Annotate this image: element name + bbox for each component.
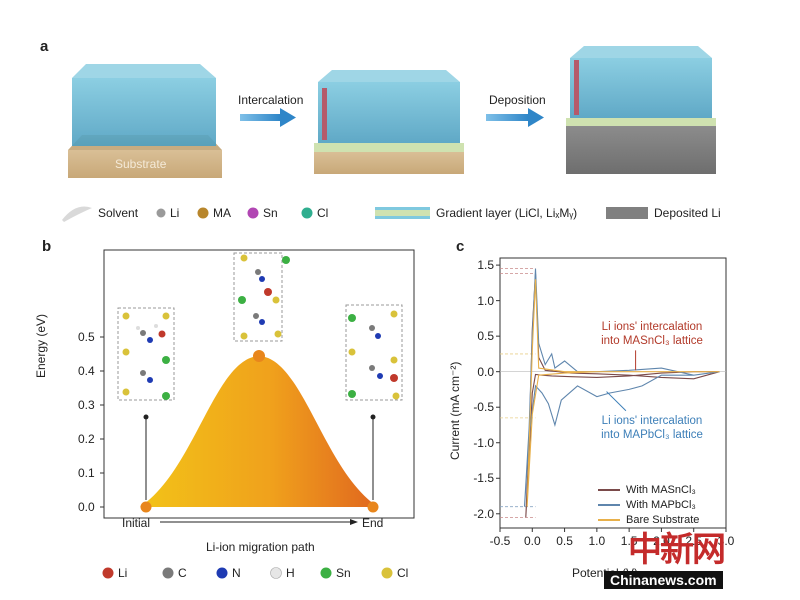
panel-c-xtick: 2.0 [653,534,670,548]
panel-b-ytick: 0.5 [78,330,95,344]
molecule-initial [122,312,170,400]
panel-b-ytick: 0.4 [78,364,95,378]
legend-b-c: C [178,566,187,580]
initial-point [140,501,152,513]
panel-c-xtick: -0.5 [489,534,511,548]
molecule-end [348,310,400,400]
end-point [367,501,379,513]
panel-c-ytick: -1.5 [473,471,494,486]
panel-c-xtick: 3.0 [717,534,735,548]
panel-b-letter: b [42,238,52,255]
panel-c-ytick: -2.0 [473,506,494,521]
legend-a-li: Li [170,206,180,220]
panel-c-letter: c [456,238,465,255]
intercalation-label: Intercalation [238,93,304,107]
legend-b-li: Li [118,566,128,580]
panel-c-xtick: 2.5 [685,534,703,548]
panel-c-ytick: 0.5 [477,329,494,344]
initial-label: Initial [122,516,151,530]
panel-c-xtick: 0.5 [556,534,573,548]
legend-b-cl: Cl [397,566,409,580]
legend-a-gradient-layer: Gradient layer (LiCl, LiₓMᵧ) [436,206,578,220]
panel-c-xtick: 0.0 [523,534,541,548]
legend-a-deposited-li: Deposited Li [654,206,721,220]
panel-c-ytick: -0.5 [473,400,494,415]
crystal-block-3 [566,46,716,174]
panel-b-ylabel: Energy (eV) [34,313,48,378]
panel-c-ytick: 1.5 [477,258,494,273]
panel-c-xtick: 1.5 [620,534,638,548]
crystal-block-2 [314,70,464,174]
panel-b-xlabel: Li-ion migration path [206,540,315,554]
panel-c-ytick: -1.0 [473,435,494,450]
panel-c-ytick: 1.0 [477,293,494,308]
molecule-transition [238,254,290,340]
series-line-2 [526,279,720,507]
series-line-0 [525,273,720,518]
panel-b-ytick: 0.2 [78,432,95,446]
legend-c-masncl3: With MASnCl₃ [598,484,696,496]
watermark-cn: 中新网 [628,530,726,570]
deposition-label: Deposition [489,93,546,107]
legend-a-solvent: Solvent [98,206,139,220]
energy-barrier-area [140,356,378,507]
panel-b-ytick: 0.3 [78,398,95,412]
panel-c-ytick: 0.0 [477,364,494,379]
annotation-arrow-blue [606,391,627,412]
legend-a-sn: Sn [263,206,278,220]
legend-a-cl: Cl [317,206,329,220]
intercalation-arrow [240,108,296,127]
panel-c-ylabel: Current (mA cm⁻²) [448,361,462,460]
end-label: End [362,516,384,530]
panel-b-ytick: 0.1 [78,466,95,480]
legend-b-sn: Sn [336,566,351,580]
transition-point [253,350,265,362]
watermark-site: Chinanews.com [604,571,723,589]
legend-b-n: N [232,566,241,580]
legend-b-h: H [286,566,295,580]
deposition-arrow [486,108,544,127]
legend-a-ma: MA [213,206,231,220]
panel-c-xtick: 1.0 [588,534,606,548]
panel-b-ytick: 0.0 [78,500,95,514]
panel-a-letter: a [40,38,49,55]
legend-c-mapbcl3: With MAPbCl₃ [598,499,696,511]
substrate-label: Substrate [115,157,167,171]
series-line-1 [523,268,720,507]
legend-c-bare: Bare Substrate [598,514,699,526]
